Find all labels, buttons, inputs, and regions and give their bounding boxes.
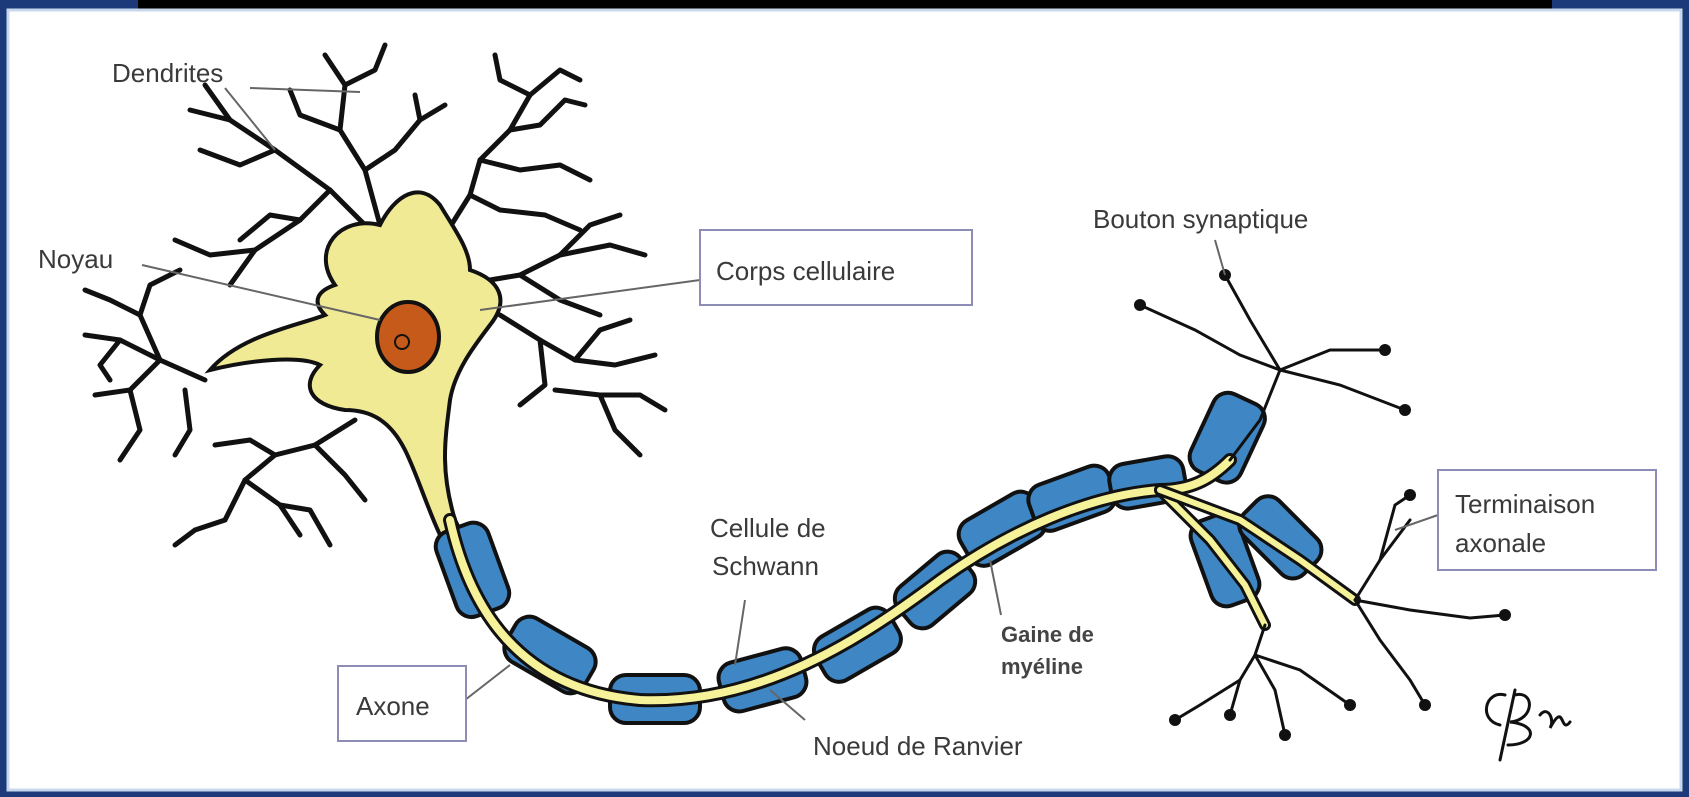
- label-terminaison-line2: axonale: [1455, 528, 1546, 558]
- label-dendrites: Dendrites: [112, 58, 223, 88]
- label-schwann-line1: Cellule de: [710, 513, 826, 543]
- label-gaine-line1: Gaine de: [1001, 622, 1094, 647]
- label-bouton-synaptique: Bouton synaptique: [1093, 204, 1308, 234]
- label-noeud-de-ranvier: Noeud de Ranvier: [813, 731, 1023, 761]
- label-axone: Axone: [356, 691, 430, 721]
- label-schwann-line2: Schwann: [712, 551, 819, 581]
- label-corps-cellulaire: Corps cellulaire: [716, 256, 895, 286]
- label-gaine-line2: myéline: [1001, 654, 1083, 679]
- label-terminaison-line1: Terminaison: [1455, 489, 1595, 519]
- label-noyau: Noyau: [38, 244, 113, 274]
